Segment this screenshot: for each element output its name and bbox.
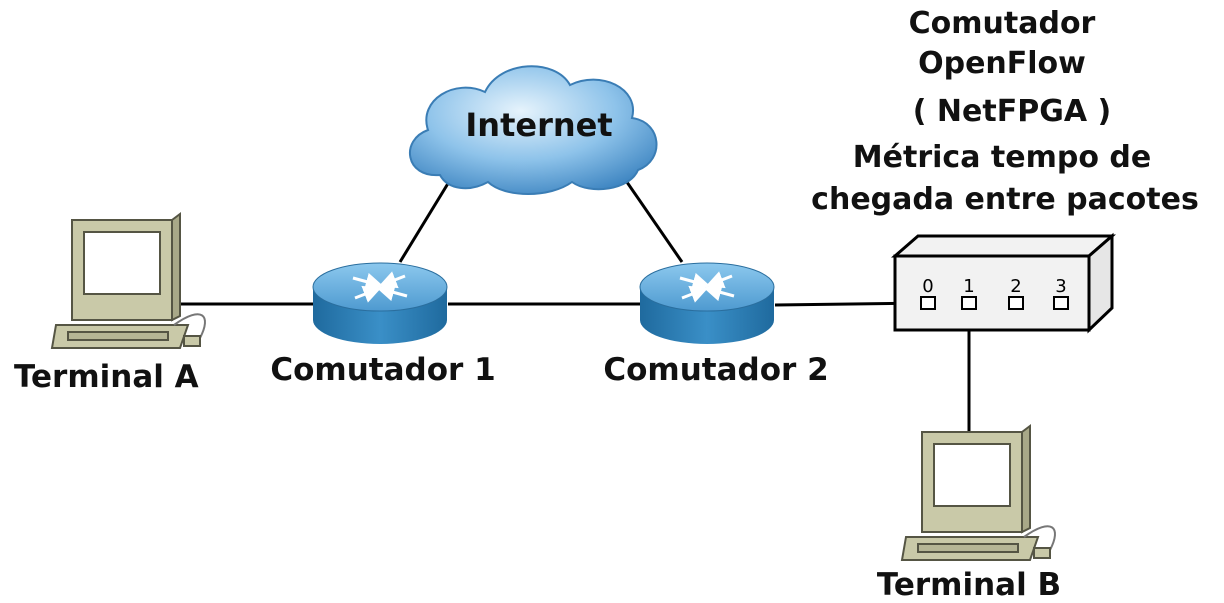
- openflow-title-line-2: OpenFlow: [918, 46, 1086, 81]
- router-icon-2: [639, 262, 775, 344]
- link-switch-1-internet: [398, 171, 457, 263]
- openflow-switch-icon: [890, 232, 1117, 334]
- computer-icon-terminal-a: [50, 212, 206, 349]
- router-icon-1: [312, 262, 448, 344]
- port-3-icon: [1053, 296, 1069, 310]
- cloud-icon: [408, 65, 658, 195]
- openflow-title-line-4: Métrica tempo de: [852, 140, 1152, 175]
- openflow-ports: [920, 296, 1069, 310]
- computer-icon-terminal-b: [900, 424, 1056, 561]
- port-label-1: 1: [963, 276, 974, 297]
- openflow-title-line-1: Comutador: [908, 6, 1096, 41]
- port-label-0: 0: [922, 276, 933, 297]
- terminal-b-label: Terminal B: [876, 567, 1062, 603]
- openflow-port-labels: 0 1 2 3: [922, 276, 1066, 297]
- openflow-title-line-3: ( NetFPGA ): [912, 94, 1112, 129]
- terminal-a-label: Terminal A: [14, 359, 199, 395]
- port-0-icon: [920, 296, 936, 310]
- port-2-icon: [1008, 296, 1024, 310]
- link-switch-2-internet: [618, 171, 684, 263]
- switch-1-label: Comutador 1: [270, 352, 496, 388]
- openflow-title-line-5: chegada entre pacotes: [811, 182, 1199, 217]
- switch-2-label: Comutador 2: [603, 352, 829, 388]
- port-1-icon: [961, 296, 977, 310]
- port-label-3: 3: [1055, 276, 1066, 297]
- port-label-2: 2: [1010, 276, 1021, 297]
- internet-label: Internet: [465, 106, 613, 144]
